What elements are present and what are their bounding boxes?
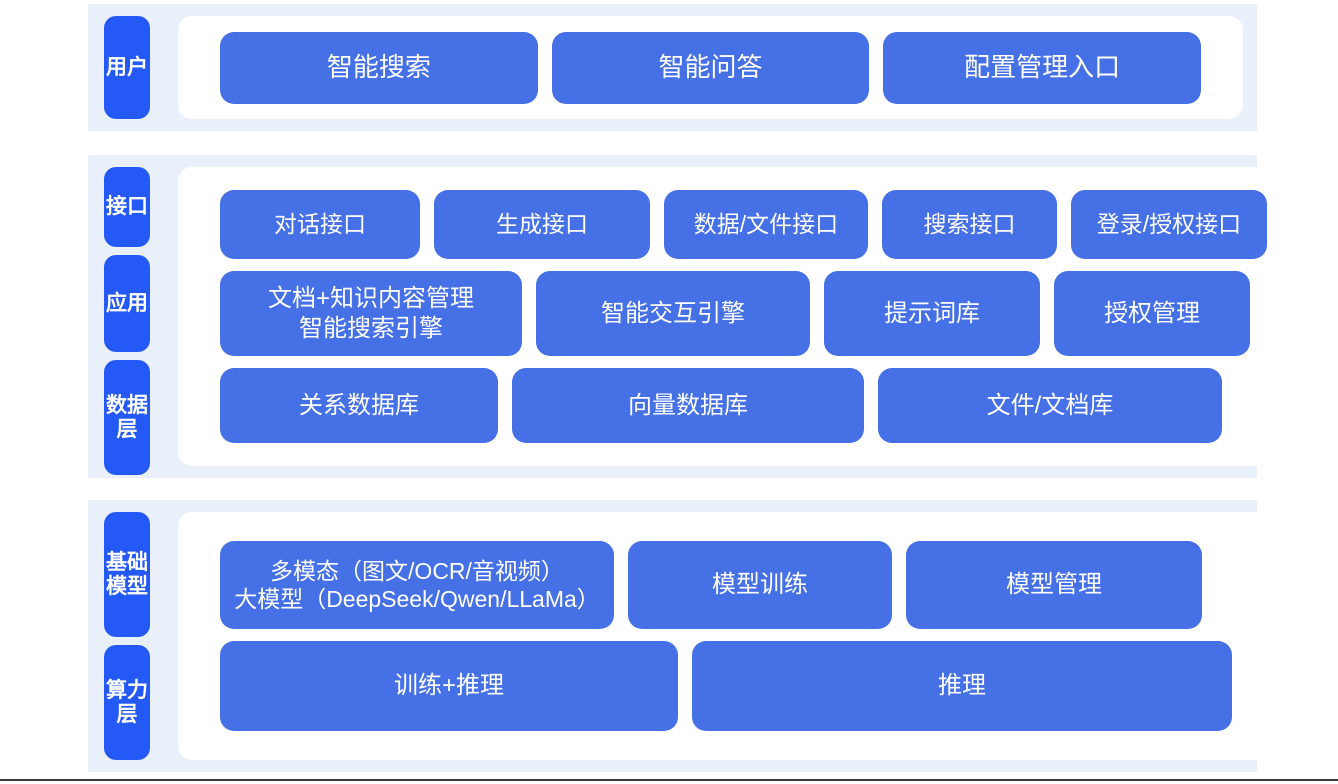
- box-smart-search[interactable]: 智能搜索: [220, 31, 538, 104]
- box-inference[interactable]: 推理: [692, 641, 1232, 731]
- box-multimodal-large-model[interactable]: 多模态（图文/OCR/音视频） 大模型（DeepSeek/Qwen/LLaMa）: [220, 541, 614, 629]
- box-training-and-inference[interactable]: 训练+推理: [220, 641, 678, 731]
- layer-base: 基础模型 算力层 多模态（图文/OCR/音视频） 大模型（DeepSeek/Qw…: [88, 500, 1274, 772]
- layer-user: 用户 智能搜索 智能问答 配置管理入口: [88, 4, 1257, 131]
- box-generation-interface[interactable]: 生成接口: [434, 190, 650, 259]
- row-user-row: 智能搜索 智能问答 配置管理入口: [220, 31, 1202, 104]
- layer-tab-compute[interactable]: 算力层: [104, 645, 150, 760]
- row-foundation-model-row: 多模态（图文/OCR/音视频） 大模型（DeepSeek/Qwen/LLaMa）…: [220, 541, 1232, 629]
- box-search-interface[interactable]: 搜索接口: [882, 190, 1057, 259]
- layer-tab-foundation-model[interactable]: 基础模型: [104, 512, 150, 637]
- box-model-training[interactable]: 模型训练: [628, 541, 892, 629]
- row-application-row: 文档+知识内容管理 智能搜索引擎 智能交互引擎 提示词库 授权管理: [220, 271, 1267, 356]
- layer-base-tab-column: 基础模型 算力层: [88, 500, 150, 772]
- row-compute-row: 训练+推理 推理: [220, 641, 1232, 731]
- box-authorization-management[interactable]: 授权管理: [1054, 271, 1250, 356]
- layer-tab-user[interactable]: 用户: [104, 16, 150, 119]
- row-interface-row: 对话接口 生成接口 数据/文件接口 搜索接口 登录/授权接口: [220, 190, 1267, 259]
- box-file-document-store[interactable]: 文件/文档库: [878, 368, 1222, 443]
- layer-tab-interface[interactable]: 接口: [104, 167, 150, 247]
- layer-middle-card: 对话接口 生成接口 数据/文件接口 搜索接口 登录/授权接口 文档+知识内容管理…: [178, 167, 1309, 466]
- box-document-knowledge-management[interactable]: 文档+知识内容管理 智能搜索引擎: [220, 271, 522, 356]
- row-data-row: 关系数据库 向量数据库 文件/文档库: [220, 368, 1267, 443]
- layer-tab-application[interactable]: 应用: [104, 255, 150, 352]
- box-vector-database[interactable]: 向量数据库: [512, 368, 864, 443]
- layer-tab-data[interactable]: 数据层: [104, 360, 150, 475]
- box-relational-database[interactable]: 关系数据库: [220, 368, 498, 443]
- box-dialog-interface[interactable]: 对话接口: [220, 190, 420, 259]
- layer-middle: 接口 应用 数据层 对话接口 生成接口 数据/文件接口 搜索接口 登录/授权接口…: [88, 155, 1309, 478]
- box-login-auth-interface[interactable]: 登录/授权接口: [1071, 190, 1267, 259]
- layer-user-tab-column: 用户: [88, 4, 150, 131]
- box-smart-interaction-engine[interactable]: 智能交互引擎: [536, 271, 810, 356]
- layer-user-card: 智能搜索 智能问答 配置管理入口: [178, 16, 1243, 119]
- box-data-file-interface[interactable]: 数据/文件接口: [664, 190, 868, 259]
- box-smart-qa[interactable]: 智能问答: [551, 31, 870, 104]
- box-model-management[interactable]: 模型管理: [906, 541, 1202, 629]
- box-prompt-library[interactable]: 提示词库: [824, 271, 1040, 356]
- bottom-divider: [0, 779, 1338, 781]
- layer-middle-tab-column: 接口 应用 数据层: [88, 155, 150, 478]
- box-config-management-entry[interactable]: 配置管理入口: [883, 31, 1202, 104]
- layer-base-card: 多模态（图文/OCR/音视频） 大模型（DeepSeek/Qwen/LLaMa）…: [178, 512, 1274, 760]
